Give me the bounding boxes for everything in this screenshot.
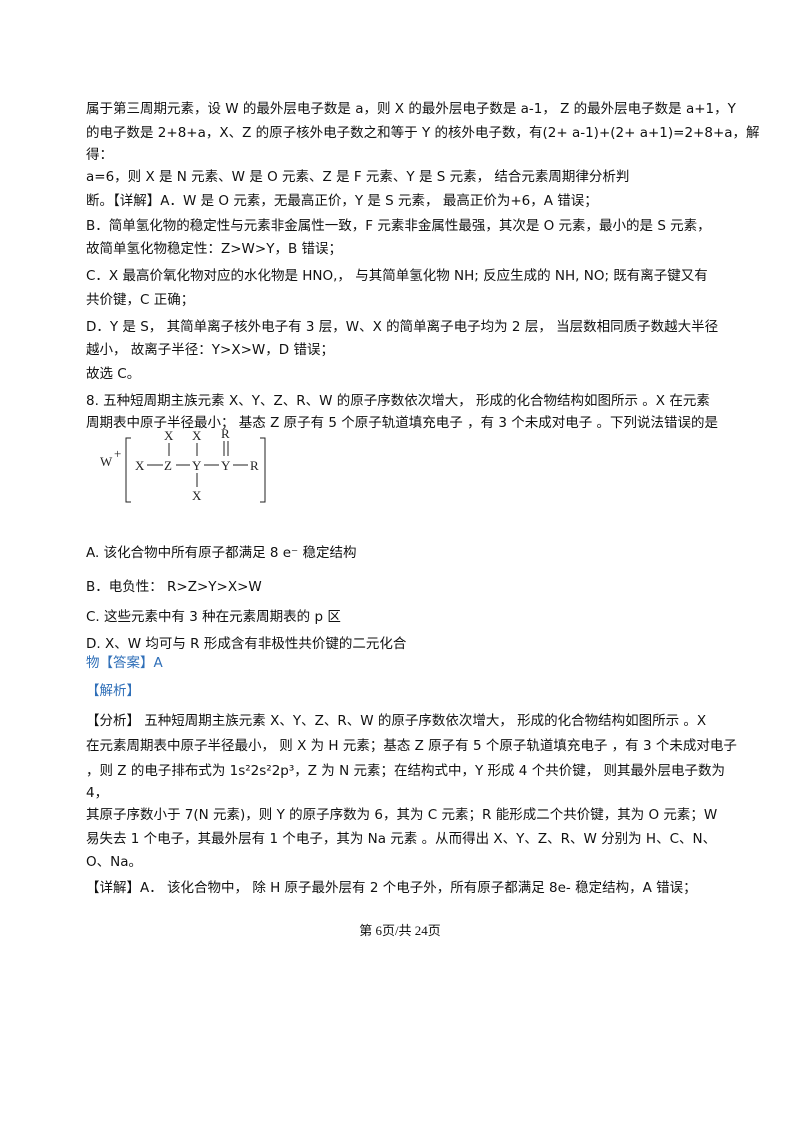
- text-line: 故简单氢化物稳定性：Z>W>Y，B 错误；: [86, 241, 343, 257]
- text-line: 在元素周期表中原子半径最小， 则 X 为 H 元素；基态 Z 原子有 5 个原子…: [86, 738, 737, 754]
- text-line: O、Na。: [86, 854, 142, 870]
- text-line: D．Y 是 S， 其简单离子核外电子有 3 层，W、X 的简单离子电子均为 2 …: [86, 319, 719, 335]
- atom: Y: [192, 458, 202, 473]
- text-line: 其原子序数小于 7(N 元素)，则 Y 的原子序数为 6，其为 C 元素；R 能…: [86, 807, 718, 823]
- atom: X: [192, 428, 202, 443]
- option-a: A. 该化合物中所有原子都满足 8 e⁻ 稳定结构: [86, 545, 357, 561]
- text-line: 的电子数是 2+8+a，X、Z 的原子核外电子数之和等于 Y 的核外电子数，有(…: [86, 125, 760, 141]
- atom: R: [221, 428, 230, 441]
- text-line: 易失去 1 个电子，其最外层有 1 个电子，其为 Na 元素 。从而得出 X、Y…: [86, 831, 717, 847]
- text-line: 断。【详解】A．W 是 O 元素，无最高正价，Y 是 S 元素， 最高正价为+6…: [86, 193, 598, 209]
- text-line: 得：: [86, 147, 113, 163]
- atom: X: [135, 458, 145, 473]
- text-line: 越小， 故离子半径：Y>X>W，D 错误；: [86, 342, 334, 358]
- text-line: 【详解】A． 该化合物中， 除 H 原子最外层有 2 个电子外，所有原子都满足 …: [86, 880, 697, 896]
- atom: Y: [221, 458, 231, 473]
- answer-line: 物【答案】A: [86, 655, 163, 671]
- option-d: D. X、W 均可与 R 形成含有非极性共价键的二元化合: [86, 636, 407, 652]
- atom: X: [164, 428, 174, 443]
- page-footer: 第 6页/共 24页: [359, 923, 441, 938]
- option-c: C. 这些元素中有 3 种在元素周期表的 p 区: [86, 609, 341, 625]
- text-line: 4，: [86, 785, 109, 801]
- text-line: a=6，则 X 是 N 元素、W 是 O 元素、Z 是 F 元素、Y 是 S 元…: [86, 169, 630, 185]
- text-line: 属于第三周期元素，设 W 的最外层电子数是 a，则 X 的最外层电子数是 a-1…: [86, 101, 736, 117]
- cation-label: W: [100, 454, 113, 469]
- question-stem: 8. 五种短周期主族元素 X、Y、Z、R、W 的原子序数依次增大， 形成的化合物…: [86, 393, 710, 409]
- text-line: C．X 最高价氧化物对应的水化物是 HNO,， 与其简单氢化物 NH; 反应生成…: [86, 268, 708, 284]
- question-stem: 周期表中原子半径最小； 基态 Z 原子有 5 个原子轨道填充电子 ，有 3 个未…: [86, 415, 719, 431]
- text-line: ，则 Z 的电子排布式为 1s²2s²2p³，Z 为 N 元素；在结构式中，Y …: [86, 763, 725, 779]
- analysis-heading: 【解析】: [86, 683, 140, 699]
- text-line: 共价键，C 正确；: [86, 292, 195, 308]
- text-line: B．简单氢化物的稳定性与元素非金属性一致，F 元素非金属性最强，其次是 O 元素…: [86, 218, 711, 234]
- atom: X: [192, 488, 202, 503]
- option-b: B．电负性： R>Z>Y>X>W: [86, 579, 262, 595]
- atom: Z: [164, 458, 172, 473]
- cation-charge: +: [114, 446, 121, 461]
- atom: R: [250, 458, 259, 473]
- text-line: 故选 C。: [86, 366, 141, 382]
- text-line: 【分析】 五种短周期主族元素 X、Y、Z、R、W 的原子序数依次增大， 形成的化…: [86, 713, 707, 729]
- structure-diagram: W + X Z Y Y R X X R X: [100, 428, 266, 503]
